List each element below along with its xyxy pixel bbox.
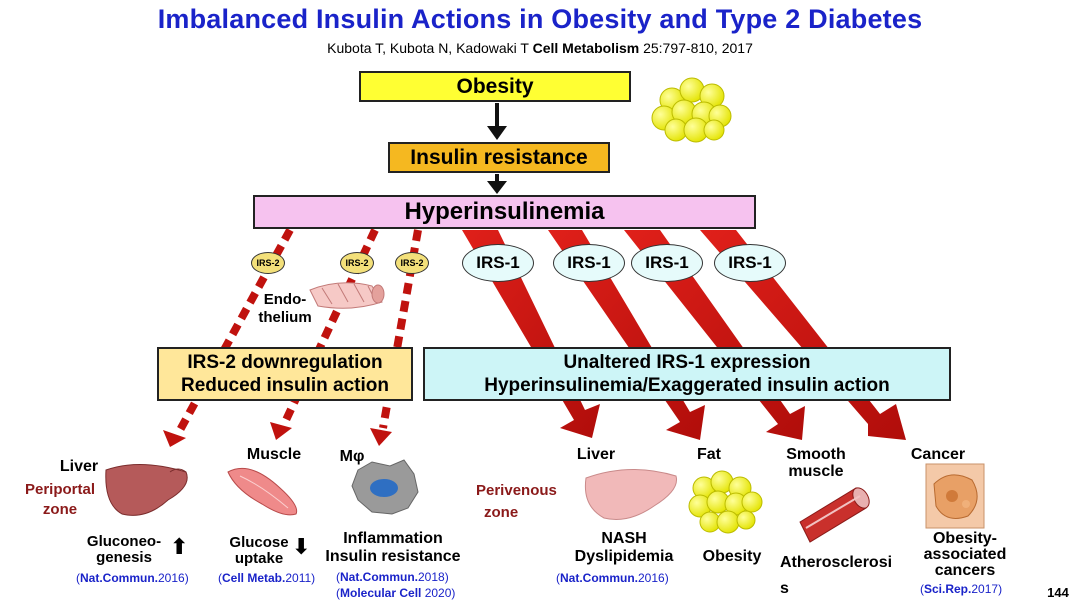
ref-liver-right-journal: Nat.Commun. <box>560 571 638 585</box>
endothelium-label-line1: Endo- <box>252 291 318 309</box>
irs1-box-line1: Unaltered IRS-1 expression <box>563 351 810 374</box>
ref-muscle: (Cell Metab.2011) <box>218 571 315 585</box>
page-number: 144 <box>1040 585 1076 600</box>
obesity-effect-label: Obesity <box>694 548 770 566</box>
perivenous-zone-label: Perivenous zone <box>476 480 582 524</box>
irs1-tag-3: IRS-1 <box>631 244 703 282</box>
macrophage-label: Mφ <box>334 448 370 466</box>
obesity-box: Obesity <box>359 71 631 102</box>
perivenous-line2: zone <box>476 502 582 524</box>
ref-liver-right-year: 2016 <box>638 571 665 585</box>
ref-macrophage-1-year: 2018 <box>418 570 445 584</box>
irs2-tag-2: IRS-2 <box>340 252 374 274</box>
cancers-line2: associated <box>912 547 1018 563</box>
ref-cancer-year: 2017 <box>971 582 998 596</box>
irs2-box-line2: Reduced insulin action <box>181 374 389 397</box>
atherosclerosis-line1: Atherosclerosi <box>780 550 906 576</box>
smooth-muscle-line1: Smooth <box>776 446 856 463</box>
gluconeogenesis-line1: Gluconeo- <box>72 534 176 550</box>
irs2-downregulation-box: IRS-2 downregulation Reduced insulin act… <box>157 347 413 401</box>
gluconeogenesis-label: Gluconeo- genesis <box>72 534 176 566</box>
cancers-line3: cancers <box>912 563 1018 579</box>
irs1-unaltered-box: Unaltered IRS-1 expression Hyperinsuline… <box>423 347 951 401</box>
gluconeogenesis-line2: genesis <box>72 550 176 566</box>
ref-macrophage-2-year: 2020 <box>421 586 451 600</box>
periportal-line1: Periportal <box>14 480 106 500</box>
irs1-tag-1: IRS-1 <box>462 244 534 282</box>
muscle-label: Muscle <box>236 446 312 464</box>
ref-liver-left-journal: Nat.Commun. <box>80 571 158 585</box>
inflammation-line1: Inflammation <box>316 530 470 548</box>
irs2-box-line1: IRS-2 downregulation <box>187 351 382 374</box>
irs1-box-line2: Hyperinsulinemia/Exaggerated insulin act… <box>484 374 889 397</box>
irs2-tag-1: IRS-2 <box>251 252 285 274</box>
liver-icon-right <box>585 469 676 519</box>
insulin-resistance-box: Insulin resistance <box>388 142 610 173</box>
ref-cancer: (Sci.Rep.2017) <box>920 582 1002 596</box>
hyperinsulinemia-box: Hyperinsulinemia <box>253 195 756 229</box>
ref-liver-left-year: 2016 <box>158 571 185 585</box>
irs2-tag-3: IRS-2 <box>395 252 429 274</box>
left-liver-label: Liver <box>52 458 106 476</box>
cancer-tissue-icon <box>926 464 984 528</box>
obesity-cancers-label: Obesity- associated cancers <box>912 531 1018 579</box>
endothelium-label: Endo- thelium <box>252 291 318 327</box>
down-arrow-icon: ⬇ <box>292 534 310 560</box>
glucose-uptake-label: Glucose uptake <box>224 535 294 567</box>
smooth-muscle-label: Smooth muscle <box>776 446 856 480</box>
nash-line2: Dyslipidemia <box>560 548 688 566</box>
up-arrow-icon: ⬆ <box>170 534 188 560</box>
inflammation-line2: Insulin resistance <box>316 548 470 566</box>
ref-muscle-year: 2011 <box>285 571 311 585</box>
ref-liver-right: (Nat.Commun.2016) <box>556 571 669 585</box>
glucose-uptake-line2: uptake <box>224 551 294 567</box>
periportal-zone-label: Periportal zone <box>14 480 106 520</box>
inflammation-label: Inflammation Insulin resistance <box>316 530 470 566</box>
glucose-uptake-line1: Glucose <box>224 535 294 551</box>
nash-label: NASH Dyslipidemia <box>560 530 688 566</box>
ref-macrophage-2-journal: Molecular Cell <box>340 586 421 600</box>
perivenous-line1: Perivenous <box>476 480 582 502</box>
fat-label: Fat <box>688 446 730 464</box>
ref-liver-left: (Nat.Commun.2016) <box>76 571 189 585</box>
nash-line1: NASH <box>560 530 688 548</box>
right-liver-label: Liver <box>566 446 626 464</box>
flow-arrow-1 <box>487 103 507 140</box>
liver-icon-left <box>106 464 187 515</box>
fat-cluster-bottom-icon <box>689 471 762 533</box>
periportal-line2: zone <box>14 500 106 520</box>
flow-arrow-2 <box>487 174 507 194</box>
endothelium-icon <box>310 283 384 308</box>
atherosclerosis-line2: s <box>780 576 906 602</box>
smooth-muscle-line2: muscle <box>776 463 856 480</box>
ref-macrophage-1: (Nat.Commun.2018) <box>336 570 449 584</box>
atherosclerosis-label: Atherosclerosi s <box>780 550 906 602</box>
cancer-label: Cancer <box>900 446 976 464</box>
ref-cancer-journal: Sci.Rep. <box>924 582 971 596</box>
muscle-icon <box>228 468 297 514</box>
ref-muscle-journal: Cell Metab. <box>222 571 285 585</box>
blood-vessel-icon <box>800 485 873 542</box>
ref-macrophage-2: (Molecular Cell 2020) <box>336 586 455 600</box>
irs1-tag-4: IRS-1 <box>714 244 786 282</box>
cancers-line1: Obesity- <box>912 531 1018 547</box>
ref-macrophage-1-journal: Nat.Commun. <box>340 570 418 584</box>
fat-cluster-icon <box>652 78 731 142</box>
irs1-tag-2: IRS-1 <box>553 244 625 282</box>
macrophage-icon <box>352 460 418 514</box>
endothelium-label-line2: thelium <box>252 309 318 327</box>
